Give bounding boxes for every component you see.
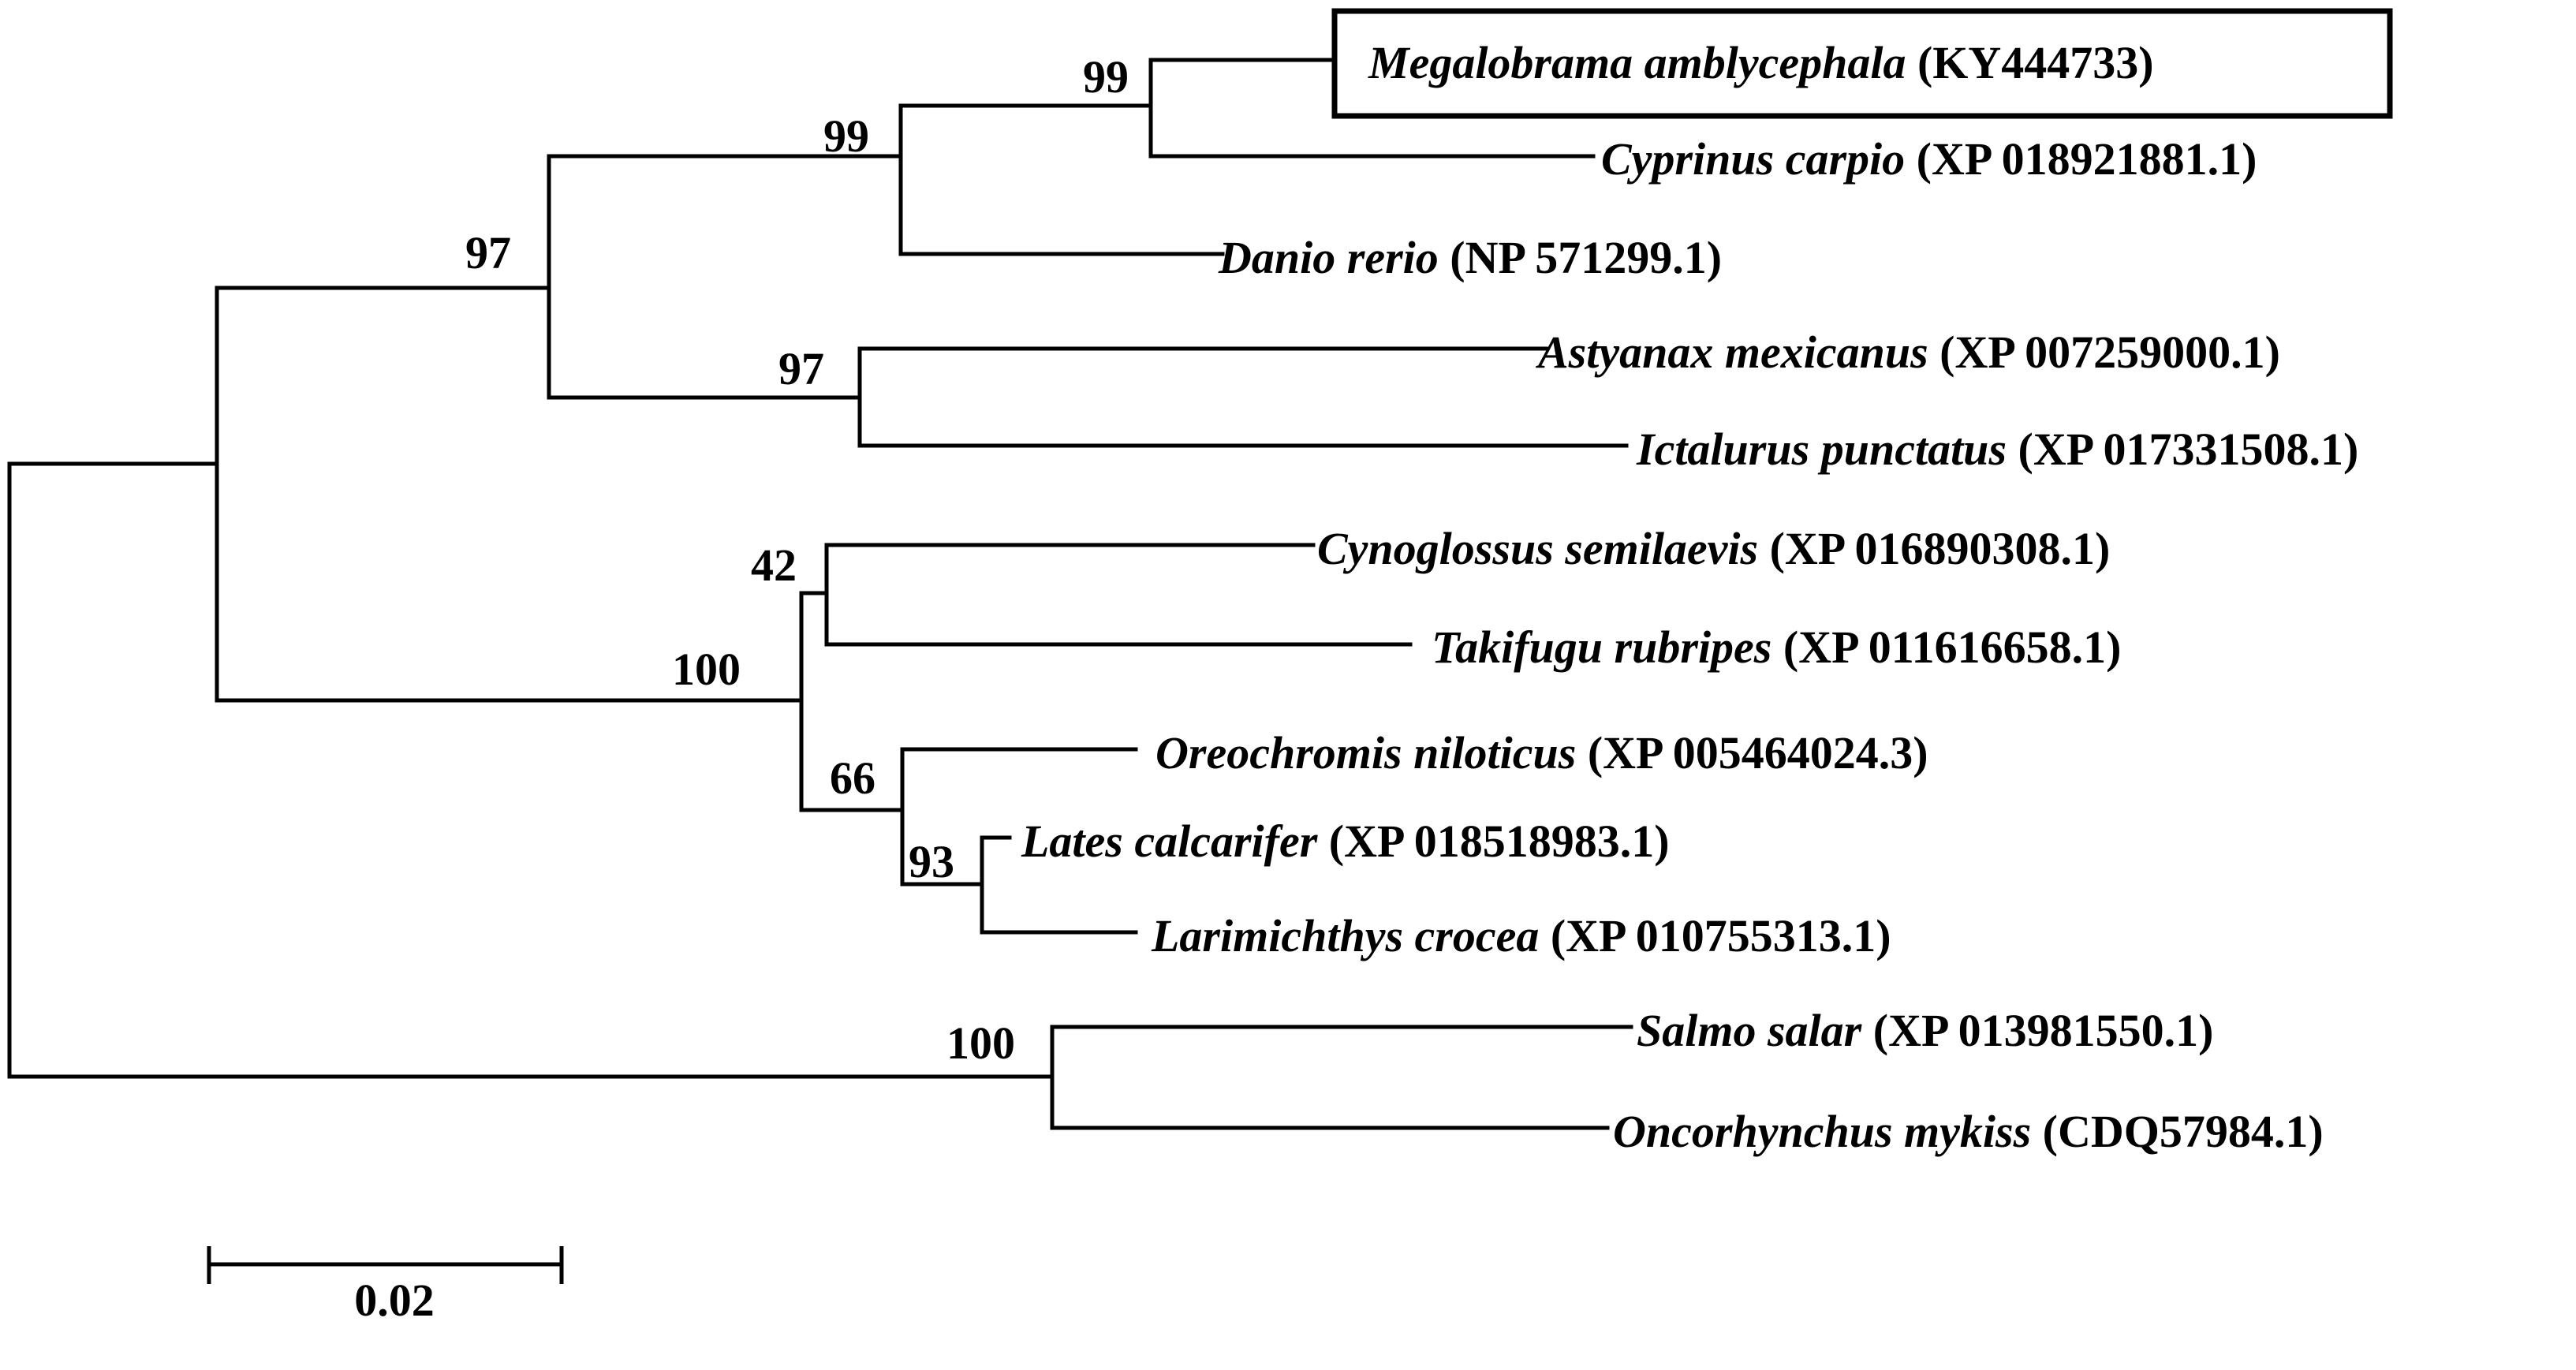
scale-bar-label: 0.02 bbox=[354, 1275, 435, 1326]
astyanax-ictalurus-branch bbox=[857, 346, 1629, 448]
bootstrap-value: 100 bbox=[672, 644, 741, 695]
highlight-box bbox=[1331, 8, 2393, 119]
ingroup-branch bbox=[215, 286, 804, 703]
taxon-label-megalobrama: Megalobrama amblycephala (KY444733) bbox=[1368, 37, 2154, 88]
scale-bar: 0.02 bbox=[207, 1246, 564, 1326]
taxon-label-cyprinus: Cyprinus carpio (XP 018921881.1) bbox=[1601, 133, 2257, 185]
salmonid-branch bbox=[1050, 1025, 1633, 1130]
taxon-label-oncorhynchus: Oncorhynchus mykiss (CDQ57984.1) bbox=[1613, 1106, 2324, 1157]
bootstrap-value: 99 bbox=[823, 110, 869, 162]
cynoglossus-takifugu-branch bbox=[824, 543, 1413, 647]
bootstrap-value: 42 bbox=[751, 539, 797, 591]
taxon-label-cynoglossus: Cynoglossus semilaevis (XP 016890308.1) bbox=[1317, 523, 2110, 574]
bootstrap-value: 100 bbox=[946, 1017, 1015, 1069]
taxon-label-salmo: Salmo salar (XP 013981550.1) bbox=[1637, 1005, 2214, 1056]
bootstrap-value: 97 bbox=[778, 343, 824, 394]
oreochromis-group-branch bbox=[900, 747, 1138, 887]
bootstrap-value: 66 bbox=[830, 752, 875, 804]
megalobrama-cyprinus-branch bbox=[1148, 58, 1596, 159]
taxon-label-ictalurus: Ictalurus punctatus (XP 017331508.1) bbox=[1636, 424, 2358, 475]
bootstrap-values: 99 99 97 97 42 100 66 93 100 bbox=[465, 51, 1129, 1069]
taxon-label-oreochromis: Oreochromis niloticus (XP 005464024.3) bbox=[1155, 727, 1928, 778]
taxon-label-lates: Lates calcarifer (XP 018518983.1) bbox=[1021, 816, 1670, 867]
root-branch bbox=[7, 461, 1055, 1079]
taxon-label-larimichthys: Larimichthys crocea (XP 010755313.1) bbox=[1151, 910, 1891, 961]
taxon-label-astyanax: Astyanax mexicanus (XP 007259000.1) bbox=[1536, 327, 2280, 378]
bootstrap-value: 99 bbox=[1083, 51, 1129, 103]
bootstrap-value: 93 bbox=[909, 836, 954, 887]
taxon-labels: Megalobrama amblycephala (KY444733) Cypr… bbox=[1021, 37, 2358, 1157]
percomorph-branch bbox=[799, 591, 905, 812]
tree-branches bbox=[7, 58, 1633, 1130]
taxon-label-takifugu: Takifugu rubripes (XP 011616658.1) bbox=[1432, 622, 2121, 673]
cyprinid-branch bbox=[898, 103, 1225, 256]
bootstrap-value: 97 bbox=[465, 227, 511, 278]
otophysi-branch bbox=[547, 154, 903, 400]
lates-larimichthys-branch bbox=[980, 835, 1138, 935]
taxon-label-danio: Danio rerio (NP 571299.1) bbox=[1218, 232, 1722, 283]
